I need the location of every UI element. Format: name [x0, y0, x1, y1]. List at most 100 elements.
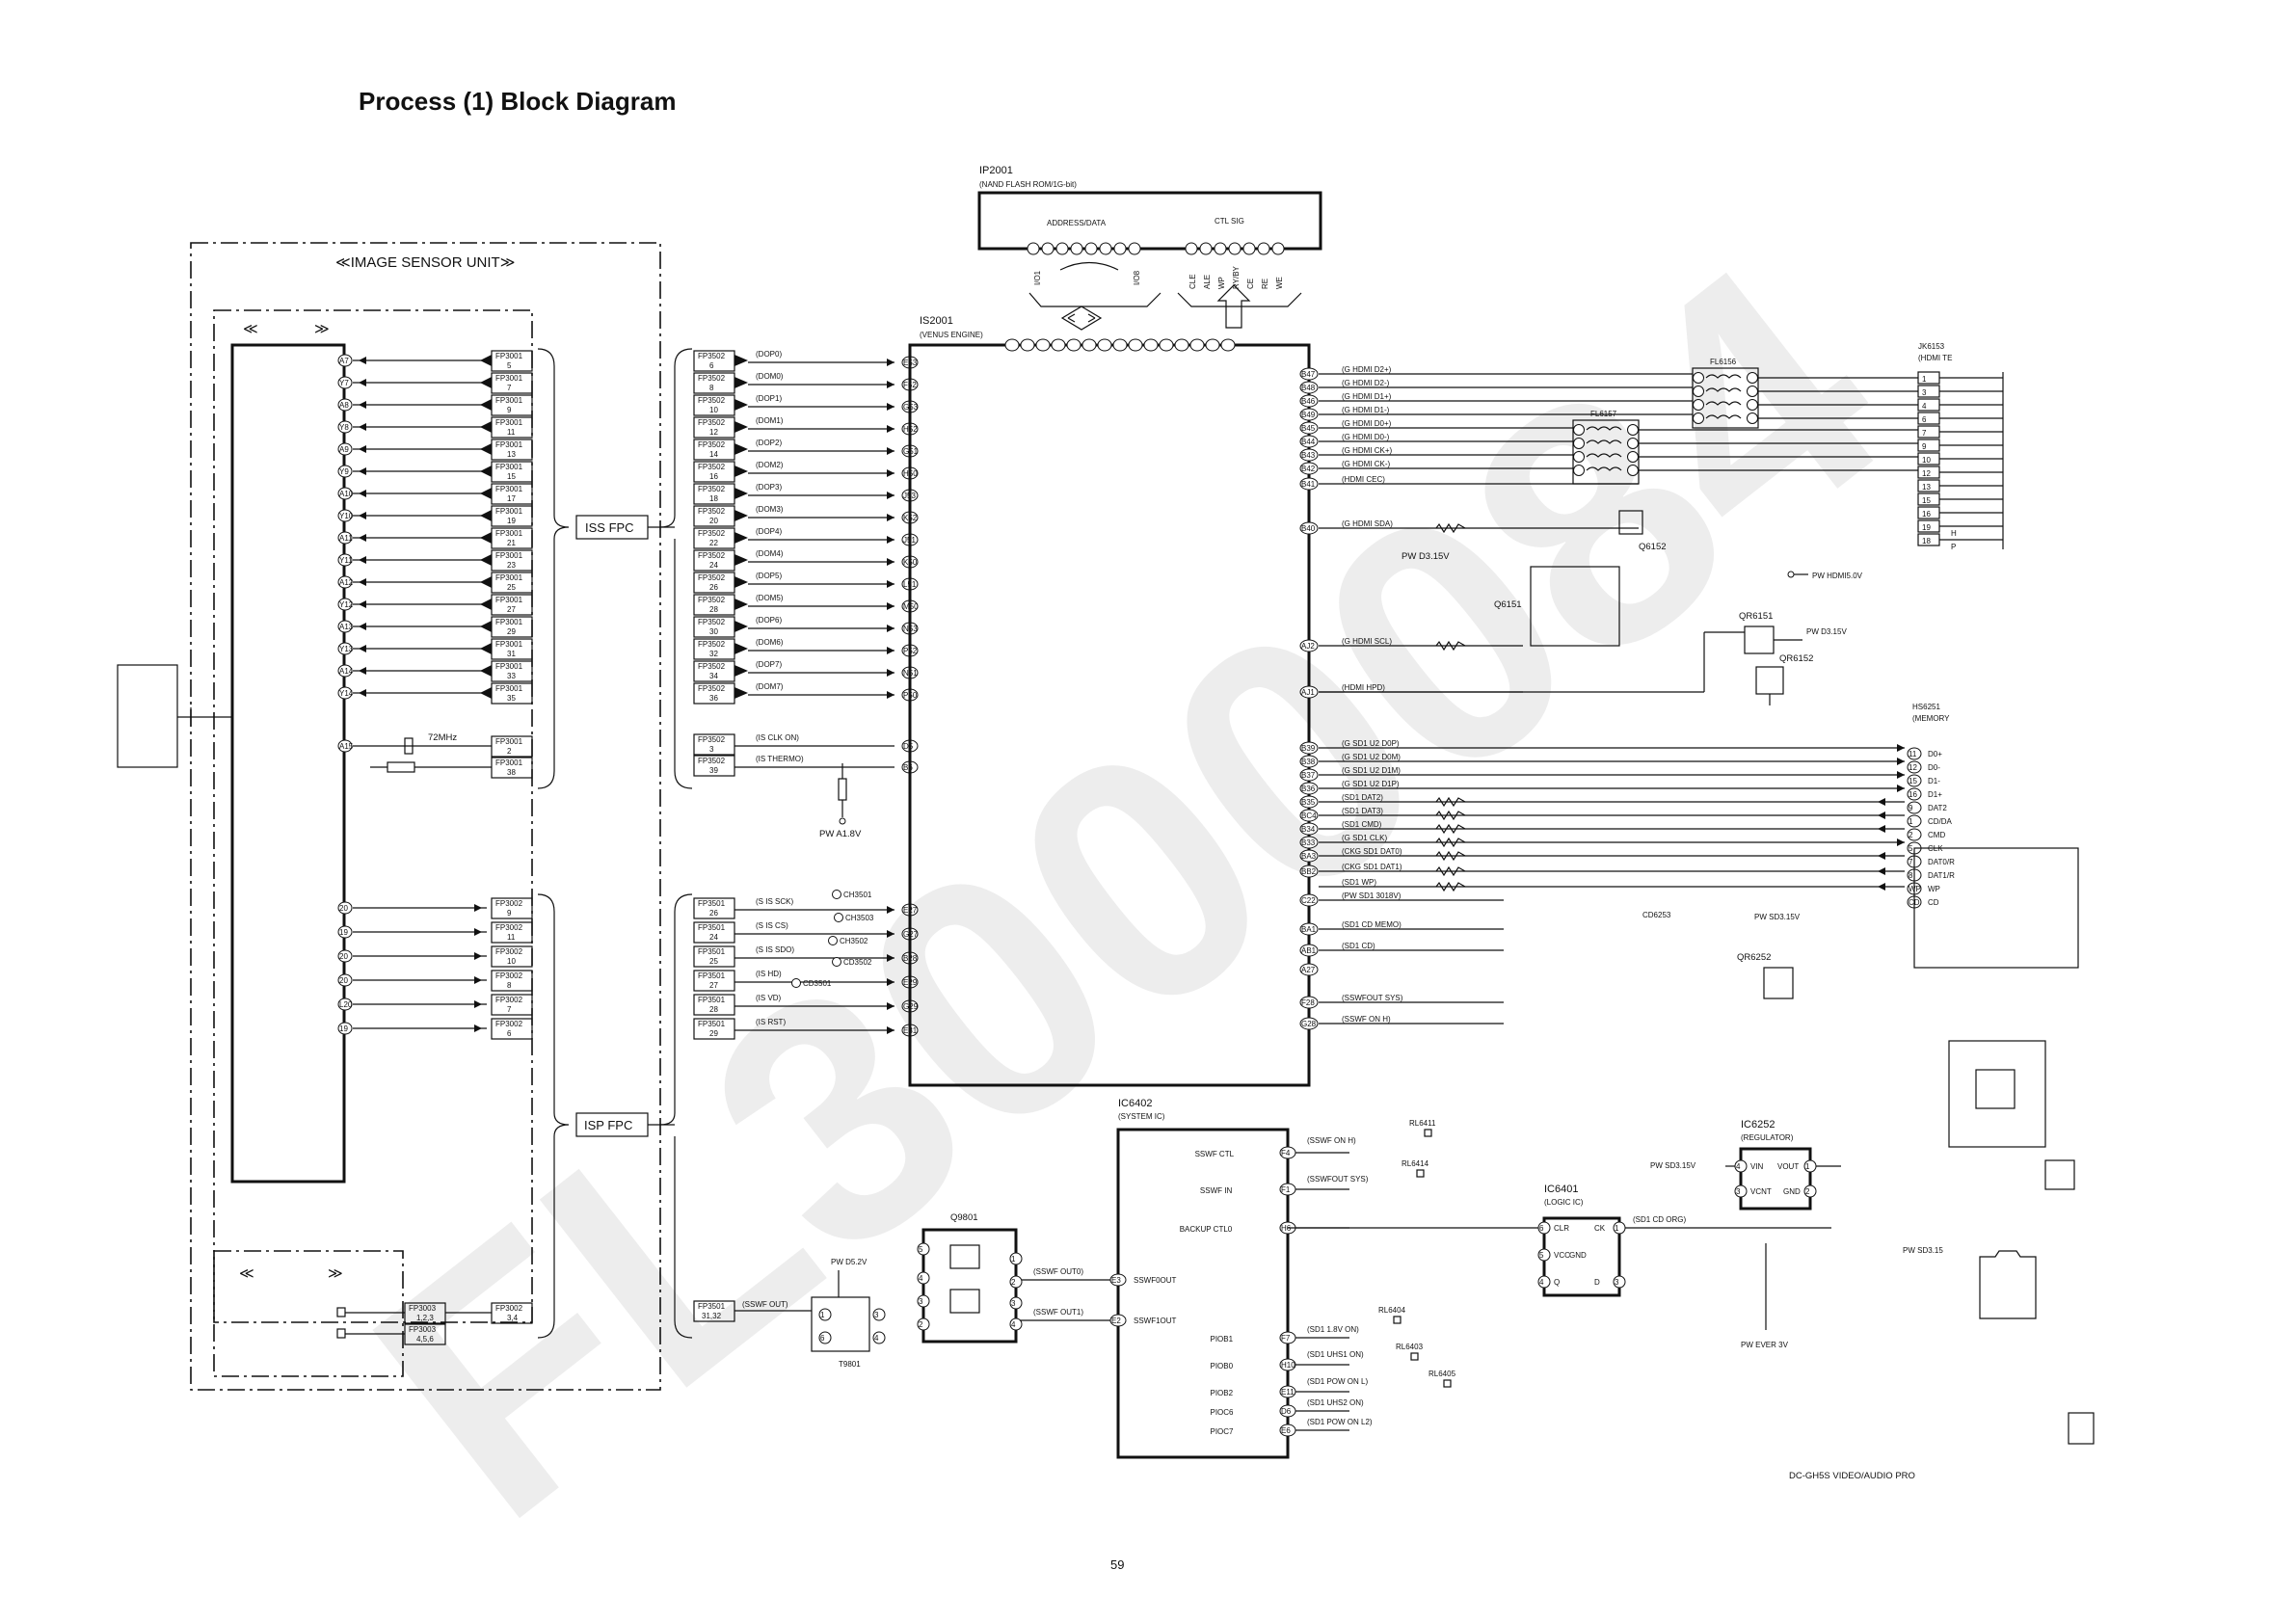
- ic6401-q-name: Q: [1554, 1278, 1560, 1287]
- fp3001-pin: 17: [507, 494, 516, 503]
- fp3001-label: FP3001: [495, 463, 523, 471]
- is2001-right-pin: B34: [1301, 825, 1316, 834]
- fp3002-box: [491, 945, 533, 968]
- fp3502-wedge: [734, 377, 748, 388]
- jk6153-pin: 3: [1922, 388, 1927, 397]
- fp3001-label: FP3001: [495, 396, 523, 405]
- fp3501-box: [693, 970, 735, 992]
- test-point: [828, 936, 838, 945]
- sensor-pin: Y8: [339, 423, 349, 432]
- hs6251-pin-name: WP: [1928, 885, 1940, 893]
- sensor-arrow: [359, 578, 366, 586]
- fp3001-label: FP3001: [495, 507, 523, 516]
- sd-arrow: [1878, 825, 1885, 833]
- sd-series-resistor: [1435, 881, 1466, 892]
- fp3001-wedge: [480, 532, 492, 544]
- ic6402-pin-name: PIOB1: [1211, 1335, 1234, 1344]
- test-point: [832, 890, 841, 899]
- sd-arrow: [1897, 785, 1905, 792]
- fp3502-label: FP3502: [698, 396, 726, 405]
- jk6153-tail-h: H: [1951, 529, 1957, 538]
- sd-arrow: [1897, 758, 1905, 765]
- ip2001-address-label: ADDRESS/DATA: [1047, 219, 1107, 227]
- fp3502-signal: (DOM1): [756, 416, 784, 425]
- ic6401-desc: (LOGIC IC): [1544, 1198, 1584, 1207]
- nand-ctl-signal: ALE: [1203, 275, 1212, 289]
- sub-unit-frame: [213, 1250, 404, 1377]
- fp3502-signal: (DOP2): [756, 439, 782, 447]
- nand-ctl-pin-circle: [1199, 242, 1213, 255]
- hs6251-pin: 1: [1909, 817, 1913, 826]
- test-point: [832, 957, 841, 967]
- is2001-right-pin: A27: [1301, 966, 1316, 974]
- fp3001-pin: 19: [507, 517, 516, 525]
- nand-ctl-signal: WE: [1275, 277, 1284, 289]
- sd-series-resistor: [1435, 850, 1466, 862]
- sensor-arrow: [359, 512, 366, 519]
- sd-signal-label: (CKG SD1 DAT1): [1342, 863, 1402, 871]
- sd-arrow: [1878, 883, 1885, 891]
- is2001-right-pin-list: B47B48B46B49B45B44B43B42B41B40AJ2AJ1B39B…: [1299, 367, 1319, 1030]
- hs6251-pin: 5: [1909, 844, 1913, 853]
- fp3002-box: [491, 897, 533, 919]
- test-point-label: CH3501: [843, 891, 872, 899]
- sensor-pin: Y11: [339, 556, 353, 565]
- ic6402-chip: [1116, 1128, 1290, 1459]
- fp3502-signal: (DOM7): [756, 682, 784, 691]
- sd-signal-list: (G SD1 U2 D0P)(G SD1 U2 D0M)(G SD1 U2 D1…: [1319, 739, 1905, 1024]
- fp3501-arrow: [887, 930, 894, 938]
- sd-arrow: [1897, 744, 1905, 752]
- image-sensor-unit-label: ≪IMAGE SENSOR UNIT≫: [335, 254, 515, 271]
- fp3502-clk-box: [693, 733, 735, 756]
- hdmi-signal-list: (G HDMI D2+)(G HDMI D2-)(G HDMI D1+)(G H…: [1319, 365, 1918, 705]
- fp3001-label: FP3001: [495, 596, 523, 604]
- qr6151-transistor: [1744, 625, 1775, 654]
- sensor-pin-circle: [337, 487, 353, 500]
- q9801-right-pin: 1: [1011, 1255, 1016, 1264]
- sd-arrow: [1878, 852, 1885, 860]
- nand-addr-pin-circle: [1099, 242, 1112, 255]
- ic6252-vcnt-pin: 3: [1736, 1187, 1741, 1196]
- fp3502-pin: 30: [709, 627, 718, 636]
- fp3002-label: FP3002: [495, 947, 523, 956]
- fp3502-wedge: [734, 554, 748, 566]
- hs6251-pin-name: D1-: [1928, 777, 1940, 785]
- is2001-right-pin-circle: [1299, 893, 1319, 907]
- fp3502-label: FP3502: [698, 551, 726, 560]
- fp3502-signal: (DOP5): [756, 572, 782, 580]
- ic6402-pin: D6: [1281, 1407, 1292, 1416]
- ic6402-desc: (SYSTEM IC): [1118, 1112, 1165, 1121]
- sensor-pin-circle: [337, 575, 353, 589]
- ic6252-pw-in-label: PW SD3.15V: [1650, 1161, 1696, 1170]
- hs6251-desc: (MEMORY: [1912, 714, 1950, 723]
- hs6251-pin-circle: [1907, 814, 1922, 828]
- fp3001-pin: 25: [507, 583, 516, 592]
- hs6251-pin: 2: [1909, 831, 1913, 839]
- is2001-right-pin-circle: [1299, 996, 1319, 1009]
- fp3501-label: FP3501: [698, 947, 726, 956]
- fp3501-sswf-pin: 31,32: [702, 1312, 722, 1320]
- fp3502-pin: 16: [709, 472, 718, 481]
- fp3001-wedge: [480, 355, 492, 366]
- jk6153-pin: 12: [1922, 469, 1931, 478]
- hs6251-pin-circle: [1907, 760, 1922, 774]
- fp3501-sswf-label: FP3501: [698, 1302, 726, 1311]
- is2001-right-pin-circle: [1299, 462, 1319, 475]
- sensor-pin: Y12: [339, 600, 354, 609]
- ic6402-pin-name: SSWF CTL: [1195, 1150, 1235, 1158]
- fp3501-box: [693, 1018, 735, 1040]
- fp3501-pin: 29: [709, 1029, 718, 1038]
- test-point: [834, 913, 843, 922]
- fp3502-wedge: [734, 576, 748, 588]
- nand-addr-pin-circle: [1128, 242, 1141, 255]
- ic6402-signal: (SD1 POW ON L2): [1307, 1418, 1373, 1426]
- q9801-pw-label: PW D5.2V: [831, 1258, 868, 1266]
- hs6251-pin: 12: [1909, 763, 1917, 772]
- nand-ctl-pin-circle: [1228, 242, 1241, 255]
- ic6401-pin-name: CK: [1594, 1224, 1606, 1233]
- is2001-top-pin-circle: [1189, 338, 1205, 352]
- fp3502-arrow: [887, 580, 894, 588]
